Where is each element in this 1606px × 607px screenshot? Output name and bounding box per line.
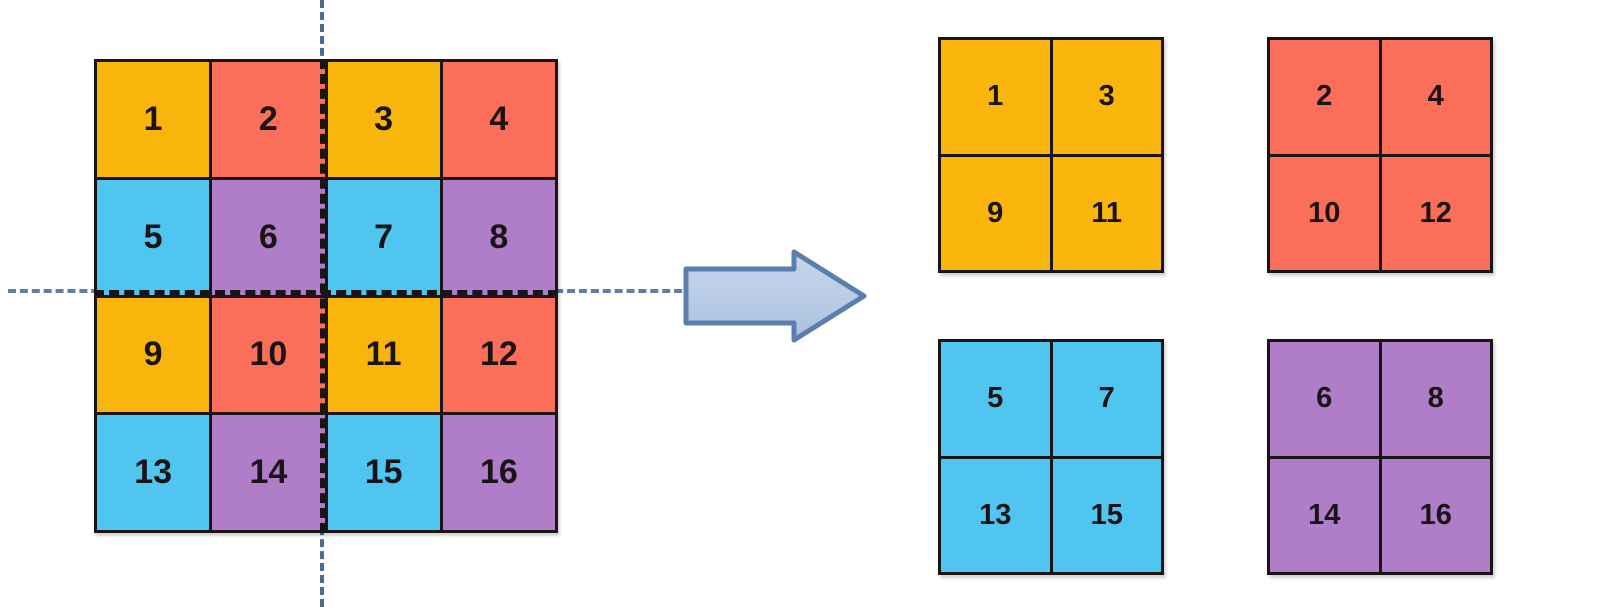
- source-cell[interactable]: 15: [327, 415, 440, 530]
- source-cell[interactable]: 11: [327, 297, 440, 413]
- purple-subgrid-cell[interactable]: 14: [1270, 458, 1379, 572]
- source-cell[interactable]: 14: [212, 415, 325, 530]
- red-subgrid-cell[interactable]: 10: [1270, 156, 1379, 270]
- source-cell[interactable]: 8: [442, 179, 555, 295]
- source-cell[interactable]: 2: [212, 62, 325, 177]
- source-cell[interactable]: 10: [212, 297, 325, 413]
- source-cell[interactable]: 7: [327, 179, 440, 295]
- blue-subgrid-cell[interactable]: 13: [941, 458, 1050, 572]
- blue-subgrid-cell[interactable]: 15: [1052, 458, 1161, 572]
- red-subgrid-cell[interactable]: 2: [1270, 40, 1379, 154]
- source-cell[interactable]: 4: [442, 62, 555, 177]
- purple-subgrid-cell[interactable]: 16: [1381, 458, 1490, 572]
- source-cell[interactable]: 13: [97, 415, 210, 530]
- blue-subgrid-cell[interactable]: 5: [941, 342, 1050, 456]
- source-cell[interactable]: 3: [327, 62, 440, 177]
- blue-subgrid-cell[interactable]: 7: [1052, 342, 1161, 456]
- source-cell[interactable]: 1: [97, 62, 210, 177]
- source-cell[interactable]: 16: [442, 415, 555, 530]
- yellow-subgrid-cell[interactable]: 1: [941, 40, 1050, 154]
- yellow-subgrid-cell[interactable]: 9: [941, 156, 1050, 270]
- yellow-subgrid-cell[interactable]: 11: [1052, 156, 1161, 270]
- yellow-subgrid-cell[interactable]: 3: [1052, 40, 1161, 154]
- source-cell[interactable]: 9: [97, 297, 210, 413]
- red-subgrid-cell[interactable]: 12: [1381, 156, 1490, 270]
- purple-subgrid-cell[interactable]: 8: [1381, 342, 1490, 456]
- source-cell[interactable]: 6: [212, 179, 325, 295]
- red-subgrid-cell[interactable]: 4: [1381, 40, 1490, 154]
- transform-arrow-icon: [683, 249, 867, 343]
- source-cell[interactable]: 12: [442, 297, 555, 413]
- source-cell[interactable]: 5: [97, 179, 210, 295]
- purple-subgrid-cell[interactable]: 6: [1270, 342, 1379, 456]
